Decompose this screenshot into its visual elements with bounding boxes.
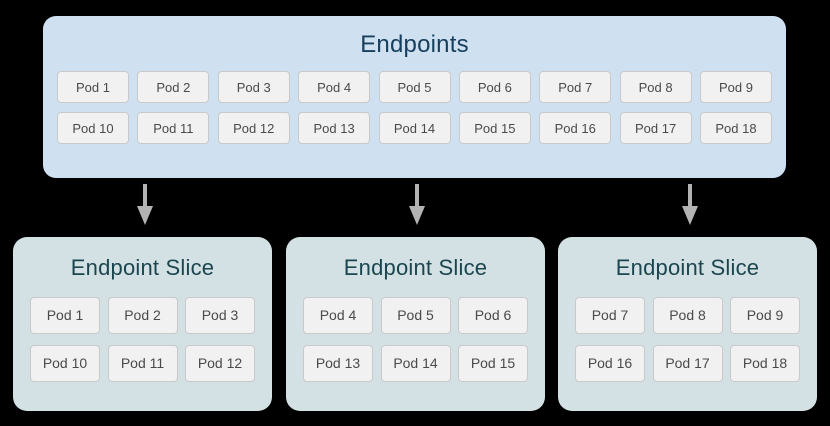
endpoint-slice-pod-row-1: Pod 7 Pod 8 Pod 9 xyxy=(575,297,800,334)
pod-box: Pod 1 xyxy=(30,297,100,334)
endpoints-pod-grid: Pod 1 Pod 2 Pod 3 Pod 4 Pod 5 Pod 6 Pod … xyxy=(43,57,786,144)
pod-box: Pod 15 xyxy=(458,112,531,144)
pod-box: Pod 9 xyxy=(700,71,772,103)
endpoint-slice-pod-grid: Pod 4 Pod 5 Pod 6 Pod 13 Pod 14 Pod 15 xyxy=(286,279,545,382)
pod-box: Pod 10 xyxy=(57,112,129,144)
pod-box: Pod 6 xyxy=(458,297,528,334)
endpoint-slice-container-3: Endpoint Slice Pod 7 Pod 8 Pod 9 Pod 16 … xyxy=(558,237,817,411)
endpoints-pod-row-2: Pod 10 Pod 11 Pod 12 Pod 13 Pod 14 Pod 1… xyxy=(57,112,772,144)
endpoint-slice-container-2: Endpoint Slice Pod 4 Pod 5 Pod 6 Pod 13 … xyxy=(286,237,545,411)
pod-box: Pod 8 xyxy=(652,297,723,334)
pod-box: Pod 13 xyxy=(298,112,371,144)
pod-box: Pod 7 xyxy=(539,71,612,103)
pod-box: Pod 4 xyxy=(303,297,373,334)
arrow-down-icon xyxy=(133,184,157,226)
endpoint-slice-pod-row-2: Pod 13 Pod 14 Pod 15 xyxy=(303,345,528,382)
pod-box: Pod 13 xyxy=(303,345,373,382)
endpoint-slice-pod-row-2: Pod 10 Pod 11 Pod 12 xyxy=(30,345,255,382)
endpoint-slice-pod-row-2: Pod 16 Pod 17 Pod 18 xyxy=(575,345,800,382)
pod-box: Pod 14 xyxy=(378,112,451,144)
endpoint-slice-pod-grid: Pod 1 Pod 2 Pod 3 Pod 10 Pod 11 Pod 12 xyxy=(13,279,272,382)
pod-box: Pod 9 xyxy=(730,297,800,334)
pod-box: Pod 12 xyxy=(217,112,290,144)
pod-box: Pod 3 xyxy=(185,297,255,334)
pod-box: Pod 11 xyxy=(137,112,210,144)
endpoint-slice-title: Endpoint Slice xyxy=(343,255,488,280)
pod-box: Pod 4 xyxy=(298,71,371,103)
pod-box: Pod 11 xyxy=(107,345,178,382)
pod-box: Pod 17 xyxy=(652,345,723,382)
arrow-down-icon xyxy=(405,184,429,226)
endpoint-slice-title: Endpoint Slice xyxy=(70,255,215,280)
pod-box: Pod 15 xyxy=(458,345,528,382)
pod-box: Pod 16 xyxy=(575,345,645,382)
endpoints-container: Endpoints Pod 1 Pod 2 Pod 3 Pod 4 Pod 5 … xyxy=(43,16,786,178)
pod-box: Pod 17 xyxy=(619,112,692,144)
endpoints-pod-row-1: Pod 1 Pod 2 Pod 3 Pod 4 Pod 5 Pod 6 Pod … xyxy=(57,71,772,103)
pod-box: Pod 5 xyxy=(380,297,451,334)
pod-box: Pod 3 xyxy=(217,71,290,103)
pod-box: Pod 1 xyxy=(57,71,129,103)
endpoint-slice-pod-row-1: Pod 1 Pod 2 Pod 3 xyxy=(30,297,255,334)
pod-box: Pod 12 xyxy=(185,345,255,382)
pod-box: Pod 10 xyxy=(30,345,100,382)
endpoint-slice-pod-grid: Pod 7 Pod 8 Pod 9 Pod 16 Pod 17 Pod 18 xyxy=(558,279,817,382)
pod-box: Pod 2 xyxy=(137,71,210,103)
pod-box: Pod 8 xyxy=(619,71,692,103)
arrow-down-icon xyxy=(678,184,702,226)
pod-box: Pod 2 xyxy=(107,297,178,334)
endpoint-slice-pod-row-1: Pod 4 Pod 5 Pod 6 xyxy=(303,297,528,334)
pod-box: Pod 7 xyxy=(575,297,645,334)
endpoints-title: Endpoints xyxy=(360,31,469,58)
pod-box: Pod 16 xyxy=(539,112,612,144)
pod-box: Pod 18 xyxy=(730,345,800,382)
pod-box: Pod 6 xyxy=(458,71,531,103)
pod-box: Pod 18 xyxy=(700,112,772,144)
endpoint-slice-container-1: Endpoint Slice Pod 1 Pod 2 Pod 3 Pod 10 … xyxy=(13,237,272,411)
pod-box: Pod 5 xyxy=(378,71,451,103)
pod-box: Pod 14 xyxy=(380,345,451,382)
endpoint-slice-title: Endpoint Slice xyxy=(615,255,760,280)
